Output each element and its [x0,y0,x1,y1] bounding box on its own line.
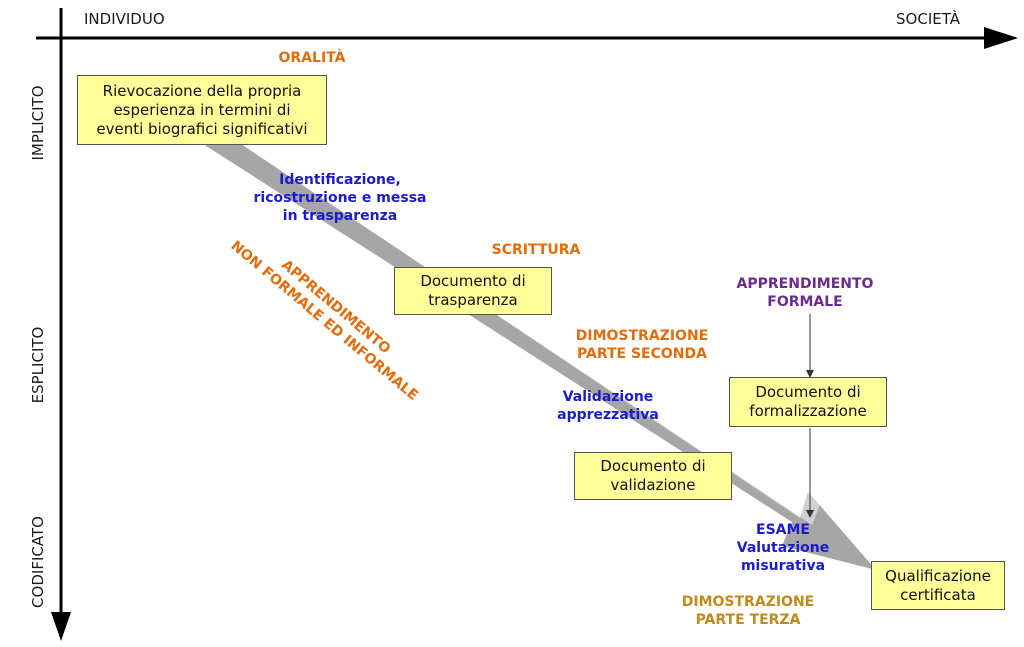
connector-arrowhead-2 [806,510,814,518]
box-qualificazione-certificata: Qualificazione certificata [871,561,1005,610]
label-validazione-apprezzativa: Validazione apprezzativa [557,389,659,423]
horizontal-axis-arrowhead [984,27,1018,49]
vertical-axis-arrowhead [51,612,71,641]
axis-label-individuo: INDIVIDUO [84,10,165,28]
axis-label-esplicito: ESPLICITO [29,326,47,404]
box-documento-trasparenza: Documento di trasparenza [394,267,552,315]
label-apprendimento-formale: APPRENDIMENTO FORMALE [736,276,874,310]
label-esame: ESAME Valutazione misurativa [736,522,830,574]
label-identificazione: Identificazione, ricostruzione e messa i… [253,172,427,224]
label-dimostrazione-parte-seconda: DIMOSTRAZIONE PARTE SECONDA [575,328,709,362]
label-oralita: ORALITÀ [278,50,346,66]
box-rievocazione: Rievocazione della propria esperienza in… [77,75,327,145]
axis-label-codificato: CODIFICATO [29,516,47,608]
label-dimostrazione-parte-terza: DIMOSTRAZIONE PARTE TERZA [681,594,815,628]
connector-arrowhead-1 [806,370,814,378]
box-documento-formalizzazione: Documento di formalizzazione [729,377,887,427]
axis-label-societa: SOCIETÀ [896,10,960,28]
box-documento-validazione: Documento di validazione [574,452,732,500]
label-scrittura: SCRITTURA [491,242,581,258]
axis-label-implicito: IMPLICITO [29,85,47,161]
